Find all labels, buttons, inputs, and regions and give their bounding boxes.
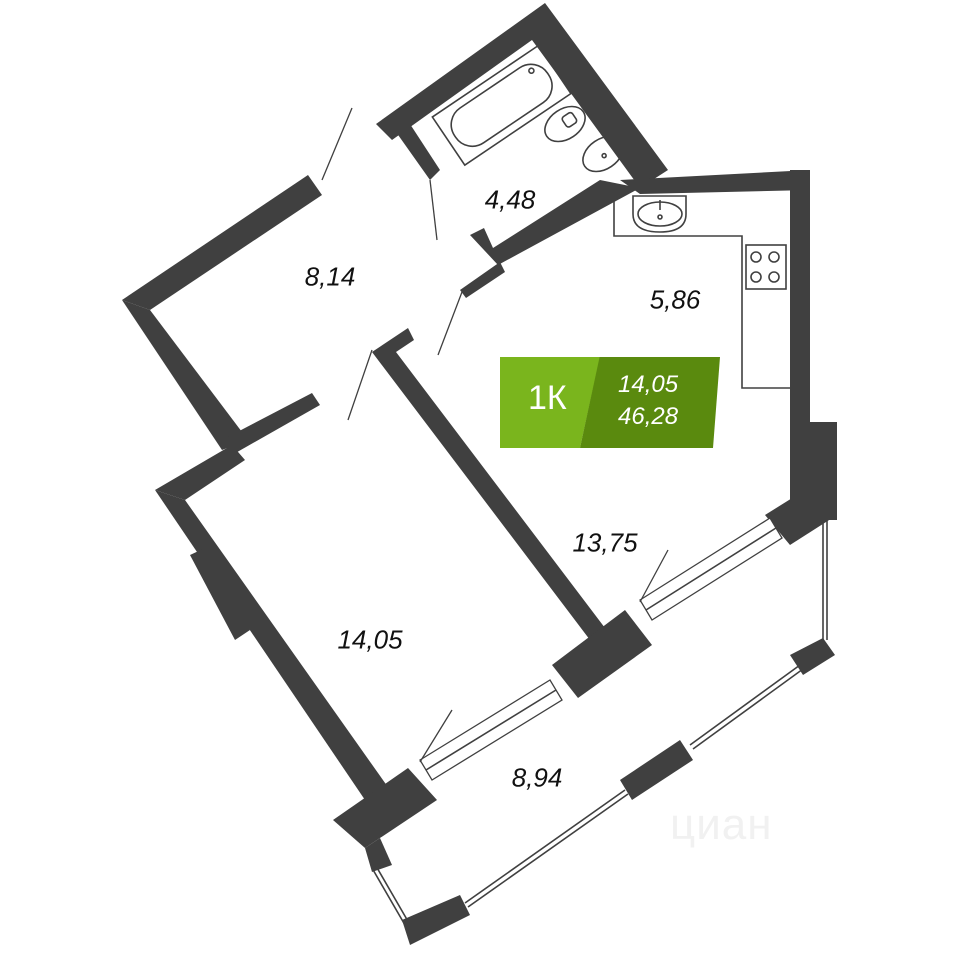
wall-partition [372, 328, 605, 640]
wall-bedroom-left-thick [190, 548, 250, 640]
balcony-pier-mid [620, 740, 693, 800]
wall-hall-bottom [222, 393, 320, 455]
living-area: 14,05 [618, 371, 679, 398]
door-kitchen [437, 291, 463, 356]
wall-bedroom-top [155, 445, 245, 500]
wall-pier-bottom-left [365, 838, 392, 872]
bathtub-icon [431, 44, 573, 167]
door-bathroom [429, 179, 438, 241]
wall-bath-outer [376, 3, 668, 188]
wall-kitchen-top [620, 170, 810, 194]
wall-hall-top [122, 175, 322, 310]
badge-area-bg [580, 357, 720, 448]
wall-pier-mid [552, 610, 652, 698]
kitchen-sink-icon [632, 195, 687, 233]
balcony-pier-left [402, 895, 470, 945]
apartment-type: 1К [528, 379, 567, 417]
apartment-badge: 1К 14,05 46,28 [500, 357, 720, 448]
door-bedroom [347, 349, 373, 421]
wall-pier-left [333, 768, 437, 848]
toilet-icon [544, 105, 586, 143]
total-area: 46,28 [618, 403, 679, 430]
door-balcony-kitchen [639, 549, 669, 603]
wall-column [805, 422, 837, 520]
room-area-balcony: 8,94 [511, 762, 563, 793]
door-balcony-bedroom [419, 709, 453, 763]
room-area-kitchen: 5,86 [649, 284, 701, 315]
watermark: циан [670, 800, 773, 849]
wall-hall-left [122, 300, 248, 450]
wall-corner [765, 490, 837, 545]
room-area-hallway: 8,14 [304, 261, 356, 292]
door-entrance [321, 107, 353, 181]
balcony-pier-right[interactable] [790, 638, 835, 675]
wall-bath-left [396, 124, 440, 180]
wall-hall-kitchen [460, 262, 505, 298]
kitchen-counter [613, 196, 790, 389]
room-area-bathroom: 4,48 [484, 184, 536, 215]
stove-icon [745, 244, 787, 290]
room-area-bedroom: 14,05 [337, 624, 403, 655]
bath-sink-icon [582, 135, 624, 173]
room-area-kitchen-living: 13,75 [572, 527, 638, 558]
wall-bath-bottom [470, 180, 640, 265]
